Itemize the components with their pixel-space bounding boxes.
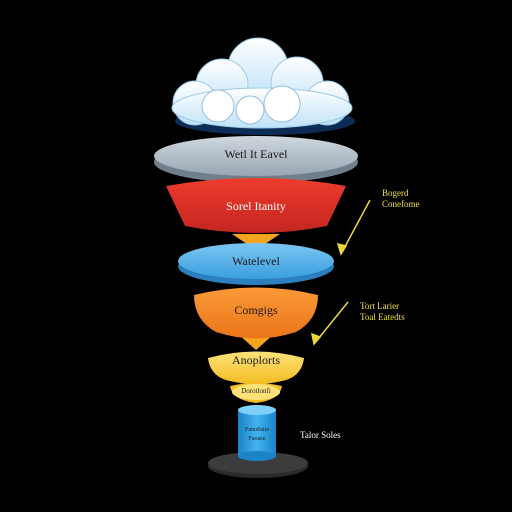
- cloud-icon: [171, 37, 355, 135]
- connector-arrow: [232, 234, 280, 250]
- callout-arrow-1: [340, 199, 371, 255]
- tier-4-label: Comgigs: [234, 303, 278, 317]
- tier-3-label: Watelevel: [232, 254, 280, 268]
- callout-2-line-2: Toal Eatedts: [360, 312, 405, 322]
- callout-1-line-1: Bogerd: [382, 188, 409, 198]
- tier-3-disc: [178, 243, 334, 285]
- tier-1-disc: [154, 136, 358, 183]
- tier-6-disc: [230, 383, 282, 403]
- tier-2-cone: [166, 178, 346, 250]
- tier-5-cone: [208, 351, 304, 384]
- tier-4-cone: [194, 287, 318, 350]
- callout-2-line-1: Tort Larier: [360, 301, 400, 311]
- callout-1: Bogerd Conefome: [382, 188, 420, 210]
- tier-7-cylinder: [208, 405, 308, 478]
- callout-2: Tort Larier Toal Eatedts: [360, 301, 405, 323]
- callout-3: Talor Soles: [300, 430, 341, 441]
- callout-1-line-2: Conefome: [382, 199, 420, 209]
- tier-2-label: Sorel Itanity: [226, 199, 286, 213]
- tier-6-label: Dorotlonfi: [241, 387, 271, 395]
- callout-arrows: [310, 199, 371, 346]
- tier-5-label: Anoplorts: [232, 353, 280, 367]
- tier-7-label: Fanofistie Faoaze: [245, 427, 269, 442]
- tier-1-label: Wetl It Eavel: [224, 147, 288, 161]
- callout-3-line-1: Talor Soles: [300, 430, 341, 440]
